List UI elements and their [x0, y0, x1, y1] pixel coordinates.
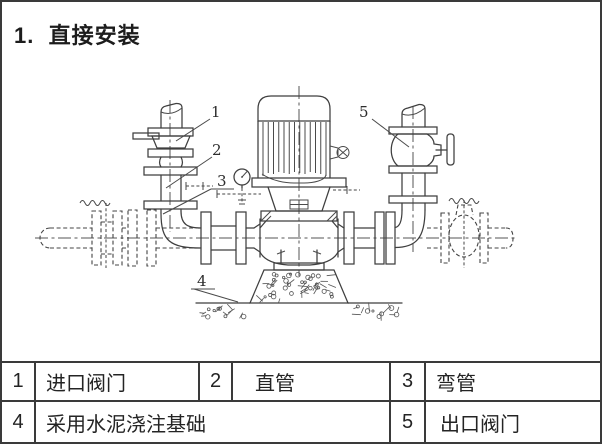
callout-4: 4 — [197, 272, 207, 290]
pump-body — [259, 210, 345, 271]
pressure-gauge — [185, 168, 360, 205]
callout-1: 1 — [211, 103, 221, 121]
terminal-box — [329, 145, 350, 160]
motor — [251, 95, 350, 212]
legend-num-5: 5 — [391, 402, 426, 442]
suction-pipe-run — [200, 211, 261, 265]
concrete-texture — [199, 271, 400, 321]
legend-num-1: 1 — [2, 363, 36, 402]
inlet-valve-assembly — [132, 102, 202, 249]
legend-label-2: 直管 — [233, 363, 391, 402]
hidden-discharge-pipe — [427, 198, 514, 264]
legend-label-3: 弯管 — [426, 363, 600, 402]
legend-label-1: 进口阀门 — [36, 363, 200, 402]
break-squiggle-right — [448, 198, 480, 204]
legend-num-3: 3 — [391, 363, 426, 402]
callout-2: 2 — [212, 141, 222, 159]
valve-handle — [132, 132, 160, 140]
callout-5: 5 — [359, 103, 369, 121]
pump-installation-diagram: 1 2 3 4 5 — [35, 86, 518, 321]
discharge-pipe-run — [343, 209, 426, 265]
legend-label-5: 出口阀门 — [440, 413, 520, 436]
foundation — [195, 269, 403, 321]
legend-num-4: 4 — [2, 402, 36, 442]
callout-3: 3 — [217, 172, 227, 190]
outlet-valve-assembly — [388, 103, 455, 211]
break-squiggle-left — [79, 200, 111, 206]
handwheel — [446, 133, 455, 166]
hidden-suction-pipe — [39, 200, 199, 267]
motor-fins — [262, 122, 327, 176]
legend-label-4: 采用水泥浇注基础 — [36, 402, 391, 442]
legend-table: 1 进口阀门 2 直管 3 弯管 4 采用水泥浇注基础 5 出口阀门 — [2, 361, 600, 442]
page-title: 1. 直接安装 — [14, 23, 141, 48]
callouts: 1 2 3 4 5 — [162, 103, 410, 303]
legend-num-2: 2 — [200, 363, 233, 402]
